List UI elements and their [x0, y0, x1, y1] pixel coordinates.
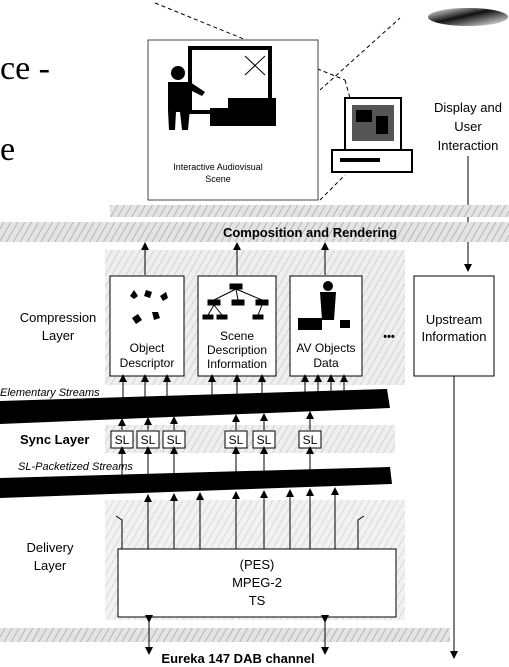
- svg-text:Data: Data: [313, 356, 339, 370]
- elementary-streams-label: Elementary Streams: [0, 387, 100, 399]
- svg-text:Layer: Layer: [34, 558, 67, 573]
- sl-box-5: SL: [253, 431, 275, 448]
- av-objects-box: AV Objects Data: [290, 276, 362, 376]
- svg-text:Object: Object: [130, 341, 165, 355]
- composition-label: Composition and Rendering: [223, 225, 397, 240]
- compression-layer-label: Compression Layer: [20, 310, 97, 343]
- svg-text:Interaction: Interaction: [438, 138, 499, 153]
- channel-band: [0, 628, 450, 642]
- scene-label: Interactive Audiovisual: [173, 162, 263, 172]
- svg-text:SL: SL: [141, 433, 156, 447]
- hatched-band-top: [110, 205, 509, 217]
- svg-text:Information: Information: [207, 357, 267, 371]
- mpeg2-ts-box: (PES) MPEG-2 TS: [118, 549, 396, 617]
- svg-text:Description: Description: [207, 343, 267, 357]
- display-interaction-label: Display and User Interaction: [434, 100, 502, 153]
- sync-layer-label: Sync Layer: [20, 432, 89, 447]
- svg-text:Layer: Layer: [42, 328, 75, 343]
- svg-text:Display and: Display and: [434, 100, 502, 115]
- scene-description-box: Scene Description Information: [198, 276, 276, 376]
- computer-icon: [332, 98, 412, 172]
- upstream-information-box: Upstream Information: [414, 276, 494, 376]
- svg-text:SL: SL: [257, 433, 272, 447]
- scene-label-2: Scene: [205, 174, 231, 184]
- slide-title-fragment-2: e: [0, 131, 15, 168]
- svg-text:SL: SL: [303, 433, 318, 447]
- svg-text:Upstream: Upstream: [426, 312, 482, 327]
- svg-text:SL: SL: [167, 433, 182, 447]
- svg-text:Descriptor: Descriptor: [120, 356, 175, 370]
- sl-box-4: SL: [225, 431, 247, 448]
- svg-text:Scene: Scene: [220, 329, 254, 343]
- svg-text:(PES): (PES): [240, 557, 275, 572]
- svg-text:SL: SL: [115, 433, 130, 447]
- ellipsis-dots: •••: [383, 331, 395, 343]
- svg-text:Compression: Compression: [20, 310, 97, 325]
- svg-text:TS: TS: [249, 593, 266, 608]
- svg-text:AV Objects: AV Objects: [296, 341, 355, 355]
- slide-title-fragment: ce -: [0, 50, 50, 87]
- decorative-swoosh: [428, 8, 508, 26]
- svg-text:MPEG-2: MPEG-2: [232, 575, 282, 590]
- delivery-layer-label: Delivery Layer: [27, 540, 74, 573]
- sl-box-3: SL: [163, 431, 185, 448]
- svg-text:Delivery: Delivery: [27, 540, 74, 555]
- channel-label: Eureka 147 DAB channel: [161, 651, 314, 666]
- sl-packetized-label: SL-Packetized Streams: [18, 461, 133, 473]
- svg-text:SL: SL: [229, 433, 244, 447]
- sl-box-2: SL: [137, 431, 159, 448]
- sl-box-1: SL: [111, 431, 133, 448]
- object-descriptor-box: Object Descriptor: [110, 276, 184, 376]
- svg-text:User: User: [454, 119, 482, 134]
- svg-text:Information: Information: [421, 329, 486, 344]
- sl-box-6: SL: [299, 431, 321, 448]
